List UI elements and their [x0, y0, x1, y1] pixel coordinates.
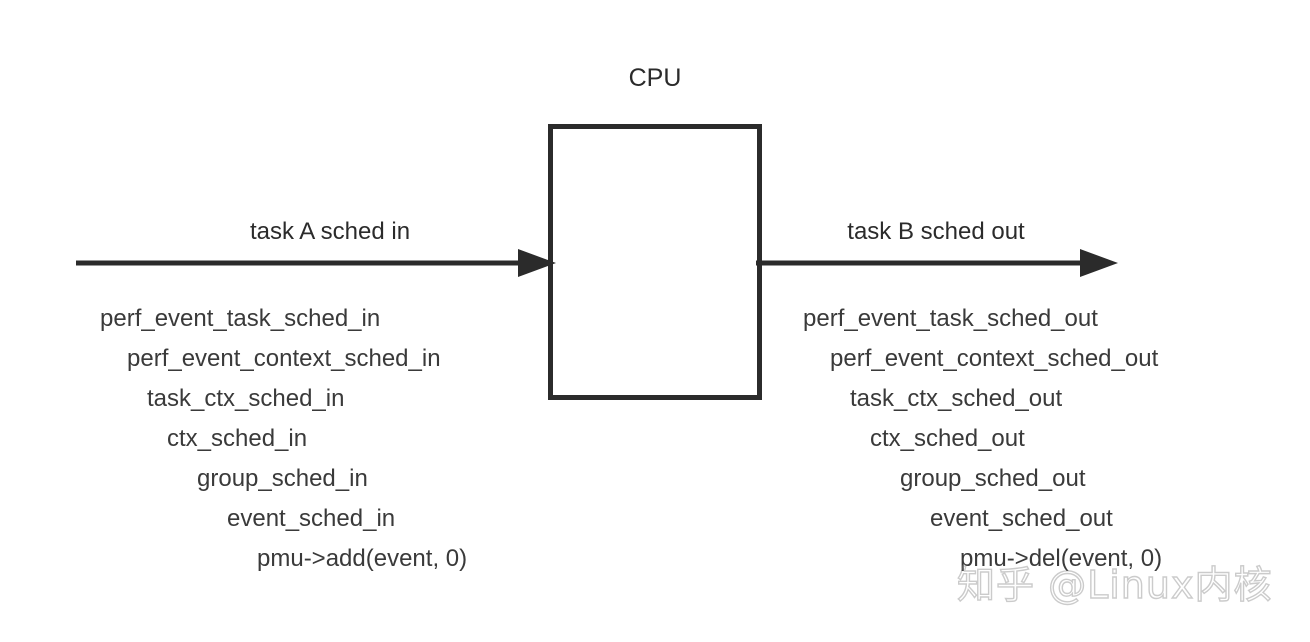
arrow-task-sched-in: [70, 243, 556, 283]
call-stack-line: perf_event_task_sched_out: [803, 305, 1098, 332]
call-stack-line: perf_event_task_sched_in: [100, 305, 381, 332]
cpu-box: [548, 124, 762, 400]
call-stack-line: task_ctx_sched_out: [850, 385, 1063, 412]
call-stack-line: group_sched_in: [197, 465, 368, 492]
call-stack-line: ctx_sched_in: [167, 425, 308, 452]
cpu-label: CPU: [628, 64, 682, 92]
call-stack-line: perf_event_context_sched_out: [830, 345, 1159, 372]
arrow-task-sched-out: [756, 243, 1118, 283]
arrow-in-caption: task A sched in: [249, 218, 411, 245]
call-stack-line: pmu->add(event, 0): [257, 545, 468, 572]
call-stack-line: perf_event_context_sched_in: [127, 345, 441, 372]
call-stack-sched-out: perf_event_task_sched_out perf_event_con…: [803, 299, 1162, 579]
call-stack-line: ctx_sched_out: [870, 425, 1025, 452]
call-stack-sched-in: perf_event_task_sched_in perf_event_cont…: [100, 299, 467, 579]
call-stack-line: task_ctx_sched_in: [147, 385, 345, 412]
call-stack-line: event_sched_in: [227, 505, 396, 532]
call-stack-line: event_sched_out: [930, 505, 1113, 532]
arrow-out-caption: task B sched out: [847, 218, 1025, 245]
call-stack-line: group_sched_out: [900, 465, 1086, 492]
call-stack-line: pmu->del(event, 0): [960, 545, 1163, 572]
